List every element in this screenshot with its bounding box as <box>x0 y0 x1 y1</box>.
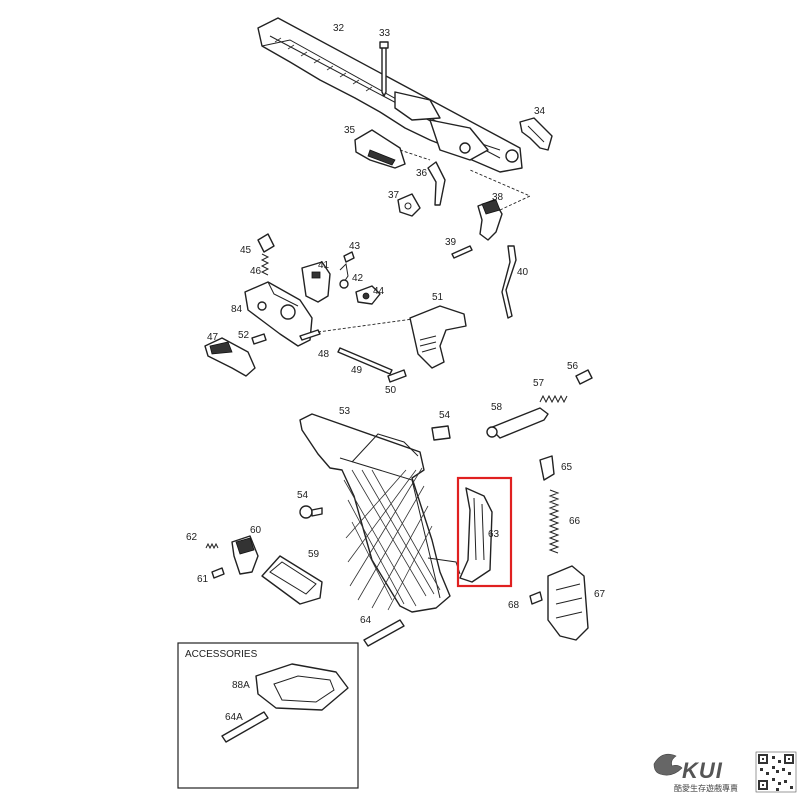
part-47-safety-lever <box>204 337 256 377</box>
part-33-pin <box>379 41 389 97</box>
part-62-spring <box>205 542 219 550</box>
label-47: 47 <box>207 332 219 343</box>
part-37-sear <box>397 193 421 217</box>
label-48: 48 <box>318 349 330 360</box>
label-54-top: 54 <box>439 410 451 421</box>
part-50-pin <box>387 369 407 383</box>
part-38-hammer <box>469 169 532 241</box>
label-32: 32 <box>333 23 345 34</box>
part-42-spring-clip <box>339 262 349 289</box>
part-44-catch <box>355 285 381 305</box>
label-67: 67 <box>594 589 606 600</box>
label-45: 45 <box>240 245 252 256</box>
part-68-pin <box>529 591 543 605</box>
part-53-grip-frame <box>299 413 461 613</box>
logo-slogan-text: 酷愛生存遊戲專賣 <box>674 783 738 793</box>
kui-logo: KUI 酷愛生存遊戲專賣 <box>653 753 738 793</box>
part-65-screw <box>539 455 555 481</box>
label-34: 34 <box>534 106 546 117</box>
highlight-box-63 <box>456 476 513 588</box>
part-60-release <box>231 535 259 575</box>
label-37: 37 <box>388 190 400 201</box>
part-32-frame-rail <box>257 17 523 173</box>
label-54-left: 54 <box>297 490 309 501</box>
part-67-mainspring-housing <box>547 565 589 641</box>
part-39-pin <box>451 245 473 259</box>
part-48-pin <box>299 317 421 341</box>
label-40: 40 <box>517 267 529 278</box>
part-46-spring <box>260 253 270 276</box>
label-46: 46 <box>250 266 262 277</box>
part-63-spring-plate <box>459 487 493 583</box>
label-33: 33 <box>379 28 391 39</box>
label-58: 58 <box>491 402 503 413</box>
label-49: 49 <box>351 365 363 376</box>
part-64-pin <box>363 619 405 647</box>
label-60: 60 <box>250 525 262 536</box>
accessories-title: ACCESSORIES <box>185 649 258 660</box>
label-64a: 64A <box>225 712 243 723</box>
part-43-screw <box>343 251 355 263</box>
label-35: 35 <box>344 125 356 136</box>
part-35-slide-stop <box>354 129 431 169</box>
label-59: 59 <box>308 549 320 560</box>
label-38: 38 <box>492 192 504 203</box>
part-66-spring <box>548 489 560 554</box>
part-45-plunger <box>257 233 275 253</box>
part-56-screw <box>575 369 593 385</box>
part-36-disconnector <box>427 161 446 206</box>
label-51: 51 <box>432 292 444 303</box>
label-84: 84 <box>231 304 243 315</box>
part-84-housing <box>244 281 313 347</box>
part-61-pin <box>211 567 225 579</box>
part-52-pin <box>251 333 267 345</box>
part-51-trigger <box>409 305 467 369</box>
label-63: 63 <box>488 529 500 540</box>
label-44: 44 <box>373 286 385 297</box>
label-62: 62 <box>186 532 198 543</box>
label-39: 39 <box>445 237 457 248</box>
label-65: 65 <box>561 462 573 473</box>
label-42: 42 <box>352 273 364 284</box>
label-66: 66 <box>569 516 581 527</box>
label-56: 56 <box>567 361 579 372</box>
label-57: 57 <box>533 378 545 389</box>
label-52: 52 <box>238 330 250 341</box>
part-59-magwell-insert <box>261 555 323 605</box>
part-54-bushing-top <box>431 425 451 441</box>
part-34-release-lever <box>519 117 553 151</box>
label-43: 43 <box>349 241 361 252</box>
part-49-rod <box>337 347 393 375</box>
part-54-screw <box>299 505 323 519</box>
part-labels: 32 33 34 35 36 37 38 39 40 41 42 43 44 4… <box>186 23 606 626</box>
label-50: 50 <box>385 385 397 396</box>
part-57-spring <box>539 394 568 404</box>
part-41-block <box>301 261 331 303</box>
label-61: 61 <box>197 574 209 585</box>
label-64: 64 <box>360 615 372 626</box>
qr-code-icon <box>755 751 797 793</box>
label-36: 36 <box>416 168 428 179</box>
accessories-panel <box>177 642 359 789</box>
logo-mark-icon <box>653 753 683 776</box>
label-88a: 88A <box>232 680 250 691</box>
part-40-strut <box>501 245 517 319</box>
logo-brand-text: KUI <box>682 758 723 783</box>
part-58-guide <box>486 407 549 439</box>
label-41: 41 <box>318 260 330 271</box>
label-53: 53 <box>339 406 351 417</box>
label-68: 68 <box>508 600 520 611</box>
